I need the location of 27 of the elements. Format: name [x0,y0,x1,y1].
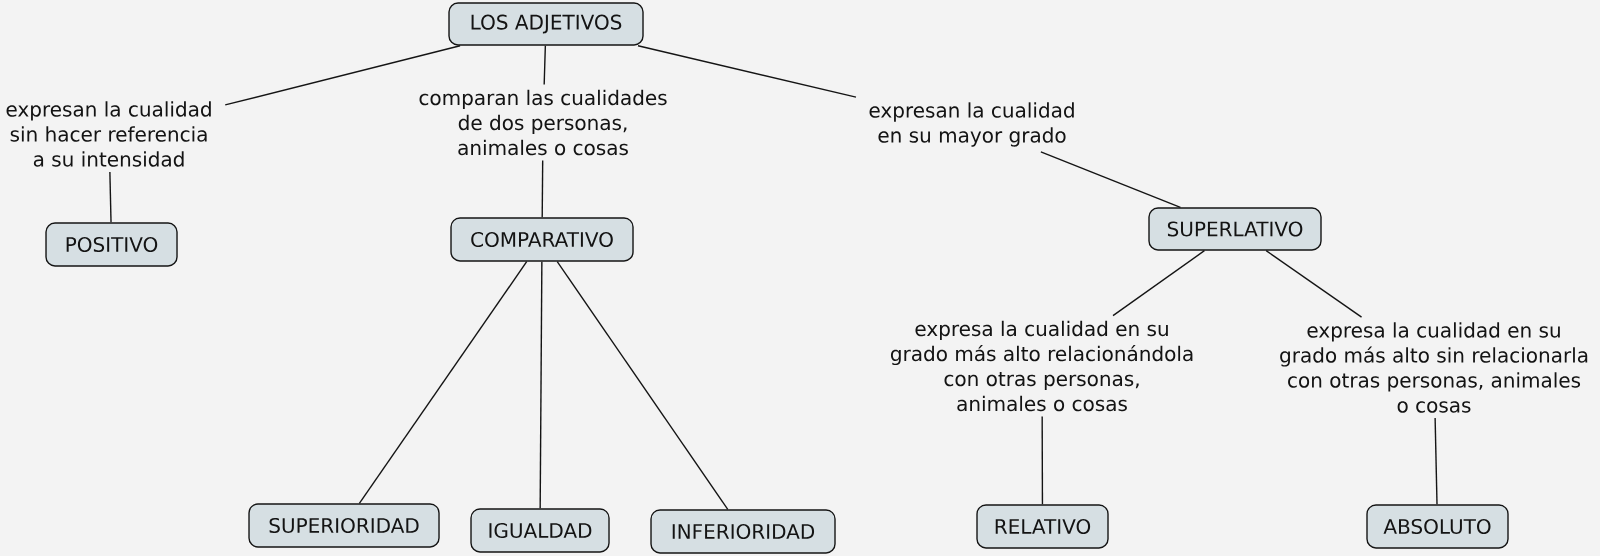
connector-line [637,45,857,98]
concept-box: COMPARATIVO [450,217,634,262]
connector-line [543,45,547,86]
connector-line [358,261,528,504]
concept-box: RELATIVO [976,504,1109,549]
connector-line [1040,151,1182,208]
connector-line [1041,415,1044,505]
concept-box: SUPERLATIVO [1148,207,1322,251]
connector-line [539,261,543,509]
connector-line [224,45,461,106]
concept-box: INFERIORIDAD [650,509,836,554]
connector-line [1265,250,1363,318]
concept-box: ABSOLUTO [1366,504,1509,549]
connector-line [1434,417,1438,505]
connector-line [556,261,729,510]
connector-line [541,159,544,218]
concept-box: POSITIVO [45,222,178,267]
linking-phrase: comparan las cualidades de dos personas, animales o cosas [419,89,667,156]
linking-phrase: expresan la cualidad sin hacer referencia a su intensidad [6,101,211,167]
concept-box: SUPERIORIDAD [248,503,440,548]
concept-box: LOS ADJETIVOS [448,2,644,46]
linking-phrase: expresan la cualidad en su mayor grado [869,102,1074,147]
linking-phrase: expresa la cualidad en su grado más alto relacionándola con otras personas, animales o cosas [890,320,1193,412]
linking-phrase: expresa la cualidad en su grado más alto sin relacionarla con otras personas, animales o cosas [1280,322,1588,413]
connector-line [109,171,112,223]
connector-line [1112,250,1206,317]
concept-box: IGUALDAD [470,508,610,553]
